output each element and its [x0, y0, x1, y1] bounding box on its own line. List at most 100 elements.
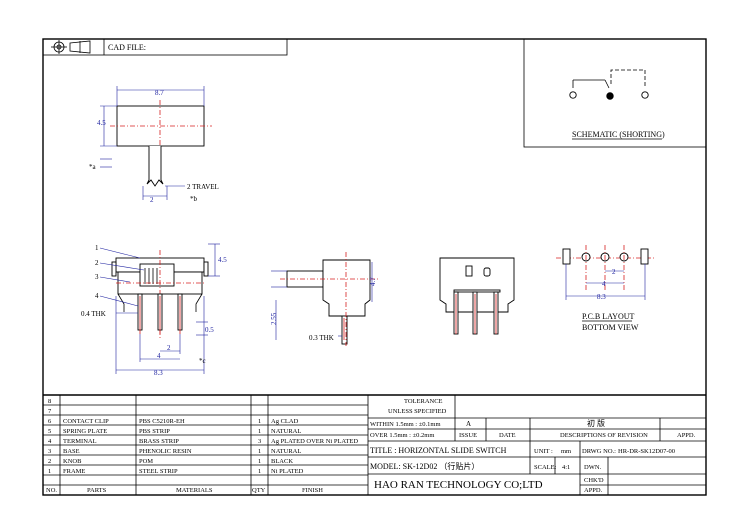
bom-cell-finish: Ag CLAD: [271, 418, 299, 425]
drwg-value: HR-DR-SK12D07-00: [618, 448, 675, 455]
appd-label: APPD.: [584, 487, 603, 494]
bom-header-no: NO.: [46, 487, 57, 494]
side-thk: 0.3 THK: [309, 334, 334, 342]
bom-cell-no: 6: [48, 418, 52, 425]
tolerance-subtitle: UNLESS SPECIFIED: [388, 408, 447, 415]
bom-cell-qty: 1: [258, 458, 261, 465]
front-dim-83: 8.3: [154, 369, 163, 377]
bom-cell-finish: BLACK: [271, 458, 293, 465]
bom-row: 7: [48, 408, 52, 415]
bom-cell-finish: Ag PLATED OVER Ni PLATED: [271, 438, 358, 445]
scale-label: SCALE:: [534, 464, 557, 471]
bom-cell-material: PBS C5210R-EH: [139, 418, 185, 425]
bom-cell-part: TERMINAL: [63, 438, 97, 445]
bom-row: 8: [48, 398, 51, 405]
cad-file-label: CAD FILE:: [108, 43, 146, 52]
chkd-label: CHK'D: [584, 477, 604, 484]
date-header: DATE: [499, 432, 516, 439]
bom-cell-no: 1: [48, 468, 51, 475]
bom-cell-material: PHENOLIC RESIN: [139, 448, 192, 455]
bom-row: 5 SPRING PLATE PBS STRIP 1 NATURAL: [48, 428, 301, 435]
bom-cell-no: 4: [48, 438, 52, 445]
front-dim-4: 4: [157, 352, 161, 360]
bom-cell-finish: Ni PLATED: [271, 468, 304, 475]
schematic-terminal-1: [569, 91, 577, 99]
top-dim-width: 8.7: [155, 89, 164, 97]
bom-cell-part: SPRING PLATE: [63, 428, 107, 435]
bom-row: 3 BASE PHENOLIC RESIN 1 NATURAL: [48, 448, 301, 455]
bom-cell-material: POM: [139, 458, 153, 465]
top-dim-knob: 2: [150, 196, 154, 204]
callout-2: 2: [95, 259, 99, 267]
bom-cell-part: BASE: [63, 448, 80, 455]
description-header: DESCRIPTIONS OF REVISION: [560, 432, 648, 439]
bom-cell-part: CONTACT CLIP: [63, 418, 109, 425]
bom-cell-no: 2: [48, 458, 51, 465]
bom-header-finish: FINISH: [302, 487, 323, 494]
bom-header-parts: PARTS: [87, 487, 107, 494]
bom-row: 2 KNOB POM 1 BLACK: [48, 458, 293, 465]
schematic-terminal-common: [606, 92, 614, 100]
callout-3: 3: [95, 273, 99, 281]
side-dim-255: 2.55: [270, 312, 278, 325]
bom-cell-qty: 1: [258, 468, 261, 475]
pcb-dim-83: 8.3: [597, 293, 606, 301]
front-dim-2: 2: [167, 344, 171, 352]
rear-view: [439, 257, 515, 335]
company-name: HAO RAN TECHNOLOGY CO;LTD: [374, 479, 543, 491]
pcb-layout: 2 4 8.3 P.C.B LAYOUT BOTTOM VIEW: [556, 245, 656, 332]
bom-cell-finish: NATURAL: [271, 428, 301, 435]
sheet-border: [42, 38, 707, 496]
bom-row: 1 FRAME STEEL STRIP 1 Ni PLATED: [48, 468, 304, 475]
unit-label: UNIT :: [534, 448, 553, 455]
front-dim-height: 4.5: [218, 256, 227, 264]
bom-header-qty: QTY: [252, 487, 266, 494]
drawing-title: TITLE : HORIZONTAL SLIDE SWITCH: [370, 446, 507, 455]
pcb-mount-pad-right: [640, 248, 649, 265]
bom-header: NO. PARTS MATERIALS QTY FINISH: [46, 487, 323, 494]
mark-b: *b: [190, 195, 198, 203]
schematic-box: SCHEMATIC (SHORTING): [523, 38, 707, 148]
front-dim-05: 0.5: [205, 326, 214, 334]
bom-cell-material: PBS STRIP: [139, 428, 170, 435]
bom-cell-qty: 1: [258, 428, 261, 435]
bom-header-materials: MATERIALS: [176, 487, 213, 494]
drwg-label: DRWG NO.:: [582, 448, 616, 455]
pcb-label-1: P.C.B LAYOUT: [582, 312, 634, 321]
bom-cell-no: 5: [48, 428, 51, 435]
callout-4: 4: [95, 292, 99, 300]
mark-a: *a: [89, 163, 97, 171]
model-number: MODEL: SK-12D02 （行贴片）: [370, 461, 479, 471]
callout-1: 1: [95, 244, 99, 252]
pcb-dim-2: 2: [612, 268, 616, 276]
pcb-mount-pad-left: [562, 248, 571, 265]
tolerance-within: WITHIN 1.5mm : ±0.1mm: [370, 421, 441, 428]
appd-header: APPD.: [677, 432, 696, 439]
top-view: 8.7 4.5 *a 2 2 TRAVEL *b: [89, 86, 219, 204]
tolerance-over: OVER 1.5mm : ±0.2mm: [370, 432, 434, 439]
bom-cell-part: KNOB: [63, 458, 82, 465]
bom-cell-part: FRAME: [63, 468, 85, 475]
issue-header: ISSUE: [459, 432, 477, 439]
schematic-terminal-3: [641, 91, 649, 99]
bom-cell-no: 7: [48, 408, 52, 415]
dwn-label: DWN.: [584, 464, 602, 471]
bom-cell-no: 3: [48, 448, 51, 455]
front-view: 1 2 3 4 0.4 THK 4.5 0.5 2 4 8.3 *c: [81, 243, 227, 377]
bom-cell-qty: 1: [258, 448, 261, 455]
side-view: 4.7 2.55 0.3 THK: [270, 252, 378, 346]
unit-value: mm: [561, 448, 571, 455]
title-and-bom-block: TOLERANCE UNLESS SPECIFIED WITHIN 1.5mm …: [43, 394, 706, 495]
bom-cell-qty: 3: [258, 438, 261, 445]
front-thk: 0.4 THK: [81, 310, 106, 318]
bom-cell-no: 8: [48, 398, 51, 405]
bom-cell-material: STEEL STRIP: [139, 468, 178, 475]
header-box: CAD FILE:: [42, 38, 288, 56]
mark-c: *c: [199, 357, 206, 365]
bom-cell-finish: NATURAL: [271, 448, 301, 455]
bom-table: 8 7 6 CONTACT CLIP PBS C5210R-EH 1 Ag CLAD 5 SPR…: [48, 398, 358, 475]
scale-value: 4:1: [562, 464, 570, 471]
